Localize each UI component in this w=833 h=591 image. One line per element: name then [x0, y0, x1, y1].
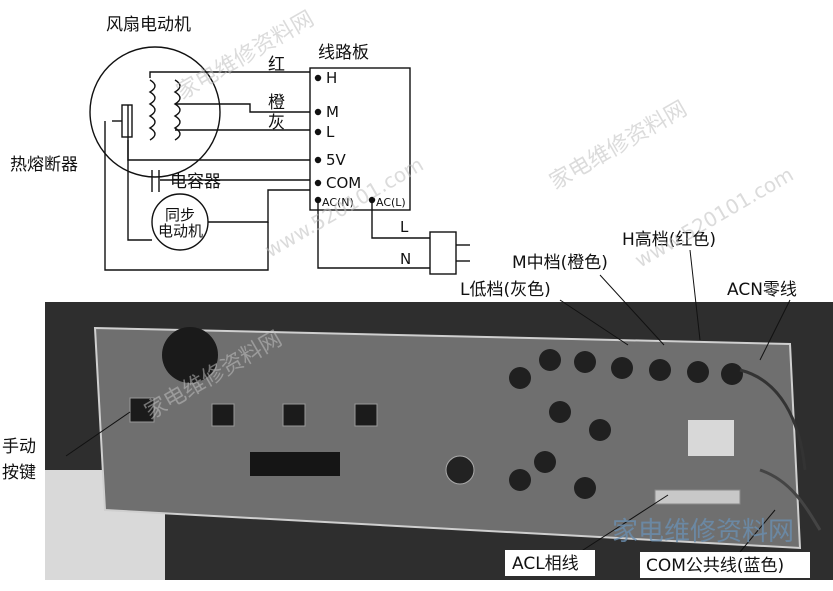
motor-coil-right: [173, 79, 181, 141]
callout-acl-bg: [505, 550, 595, 576]
sync-motor-label-1: 同步: [165, 206, 195, 224]
manual-key-switch: [129, 397, 155, 423]
watermark-site-2: 家电维修资料网: [546, 97, 692, 196]
key-switch-4: [354, 403, 378, 427]
pin-ac-l: AC(L): [376, 196, 406, 209]
callout-acl: ACL相线: [512, 554, 579, 574]
callout-l-speed: L低档(灰色): [460, 280, 551, 300]
fuse-glass: [654, 489, 741, 505]
com-wire: [759, 468, 822, 531]
callout-m-speed: M中档(橙色): [512, 253, 608, 273]
watermark-url-2: www.520101.com: [631, 162, 798, 272]
plug-n-label: N: [400, 250, 411, 268]
key-switch-2: [211, 403, 235, 427]
capacitor-label: 电容器: [170, 172, 221, 192]
relays-and-components: [509, 349, 743, 499]
pcb-board: [93, 326, 802, 550]
wire-gray-label: 灰: [268, 113, 285, 133]
board-photo: [45, 302, 833, 580]
pin-ac-n: AC(N): [322, 196, 354, 209]
pin-l: L: [326, 123, 335, 141]
x-capacitor: [688, 420, 734, 456]
buzzer: [162, 327, 218, 383]
ic-chip: [250, 452, 340, 476]
wire-red-label: 红: [268, 55, 285, 75]
schematic: [89, 46, 470, 275]
pin-h: H: [326, 69, 337, 87]
pin-com: COM: [326, 174, 361, 192]
callout-lines: [65, 249, 791, 553]
callout-manual-1: 手动: [2, 437, 36, 457]
watermark-site-1: 家电维修资料网: [173, 7, 319, 106]
fan-motor-circle: [89, 46, 221, 178]
circuit-board-box: [309, 67, 411, 211]
callout-com: COM公共线(蓝色): [646, 556, 784, 576]
pin-5v: 5V: [326, 151, 347, 169]
motor-title: 风扇电动机: [106, 15, 191, 35]
sync-motor-label-2: 电动机: [158, 222, 203, 240]
callout-com-bg: [640, 552, 810, 578]
key-switch-3: [282, 403, 306, 427]
electrolytic-capacitor: [445, 455, 475, 485]
motor-coil-left: [148, 79, 156, 141]
watermark-site-4: 家电维修资料网: [612, 517, 794, 547]
board-title: 线路板: [318, 43, 369, 63]
acn-wire: [739, 368, 807, 471]
callout-acn: ACN零线: [727, 280, 797, 300]
plug-body: [429, 231, 457, 275]
thermal-fuse-symbol: [121, 104, 133, 138]
wire-orange-label: 橙: [268, 93, 285, 113]
fuse-label: 热熔断器: [10, 155, 78, 175]
pin-m: M: [326, 103, 339, 121]
callout-manual-2: 按键: [2, 463, 36, 483]
callout-h-speed: H高档(红色): [622, 230, 716, 250]
plug-l-label: L: [400, 218, 409, 236]
